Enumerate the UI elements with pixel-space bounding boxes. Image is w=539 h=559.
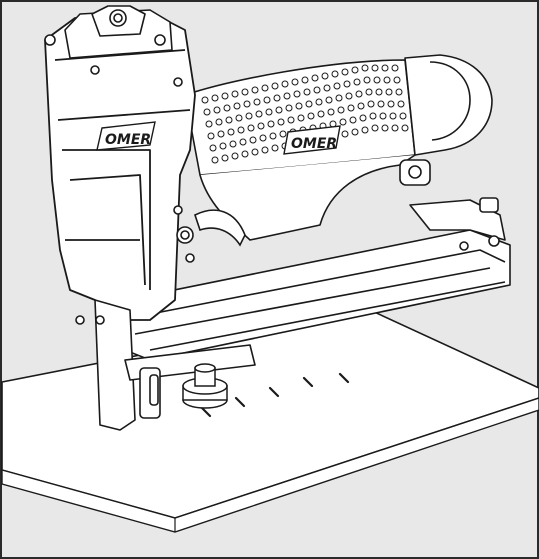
handle-logo: OMER xyxy=(283,125,341,155)
svg-text:OMER: OMER xyxy=(105,132,151,148)
body-logo: OMER xyxy=(96,121,156,151)
stapler-body xyxy=(44,11,196,321)
trigger xyxy=(173,205,246,263)
top-cap xyxy=(44,5,183,87)
svg-text:OMER: OMER xyxy=(291,136,337,152)
nosepiece xyxy=(75,299,256,431)
depth-adjust-knob xyxy=(182,363,228,409)
grip-texture xyxy=(201,64,409,164)
staples xyxy=(200,372,350,418)
handle-grip xyxy=(184,54,493,241)
